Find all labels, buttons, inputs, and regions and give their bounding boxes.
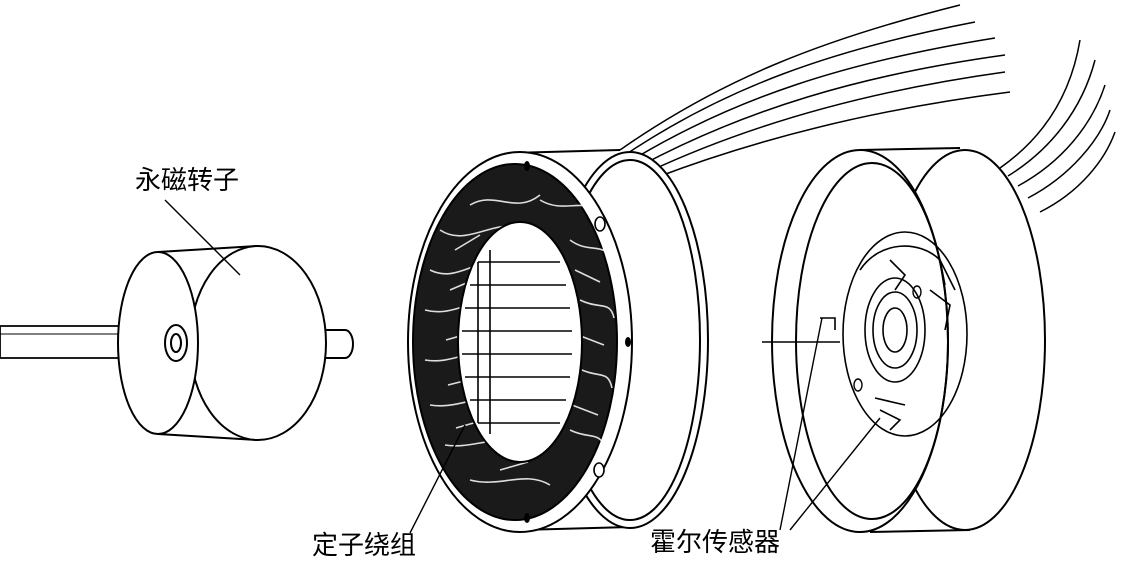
permanent-magnet-rotor [0,245,354,441]
hall-leader-line-1 [779,317,823,531]
leader-lines [164,199,881,534]
rotor-leader-line [164,199,241,276]
hall-leader-line-2 [789,417,881,531]
stator-winding-label: 定子绕组 [312,531,417,561]
rotor-label: 永磁转子 [135,166,240,196]
hall-sensor-label: 霍尔传感器 [650,528,781,558]
stator-housing [407,4,1011,533]
hall-sensor-end-cap [762,39,1116,533]
stator-leader-line [409,424,466,534]
